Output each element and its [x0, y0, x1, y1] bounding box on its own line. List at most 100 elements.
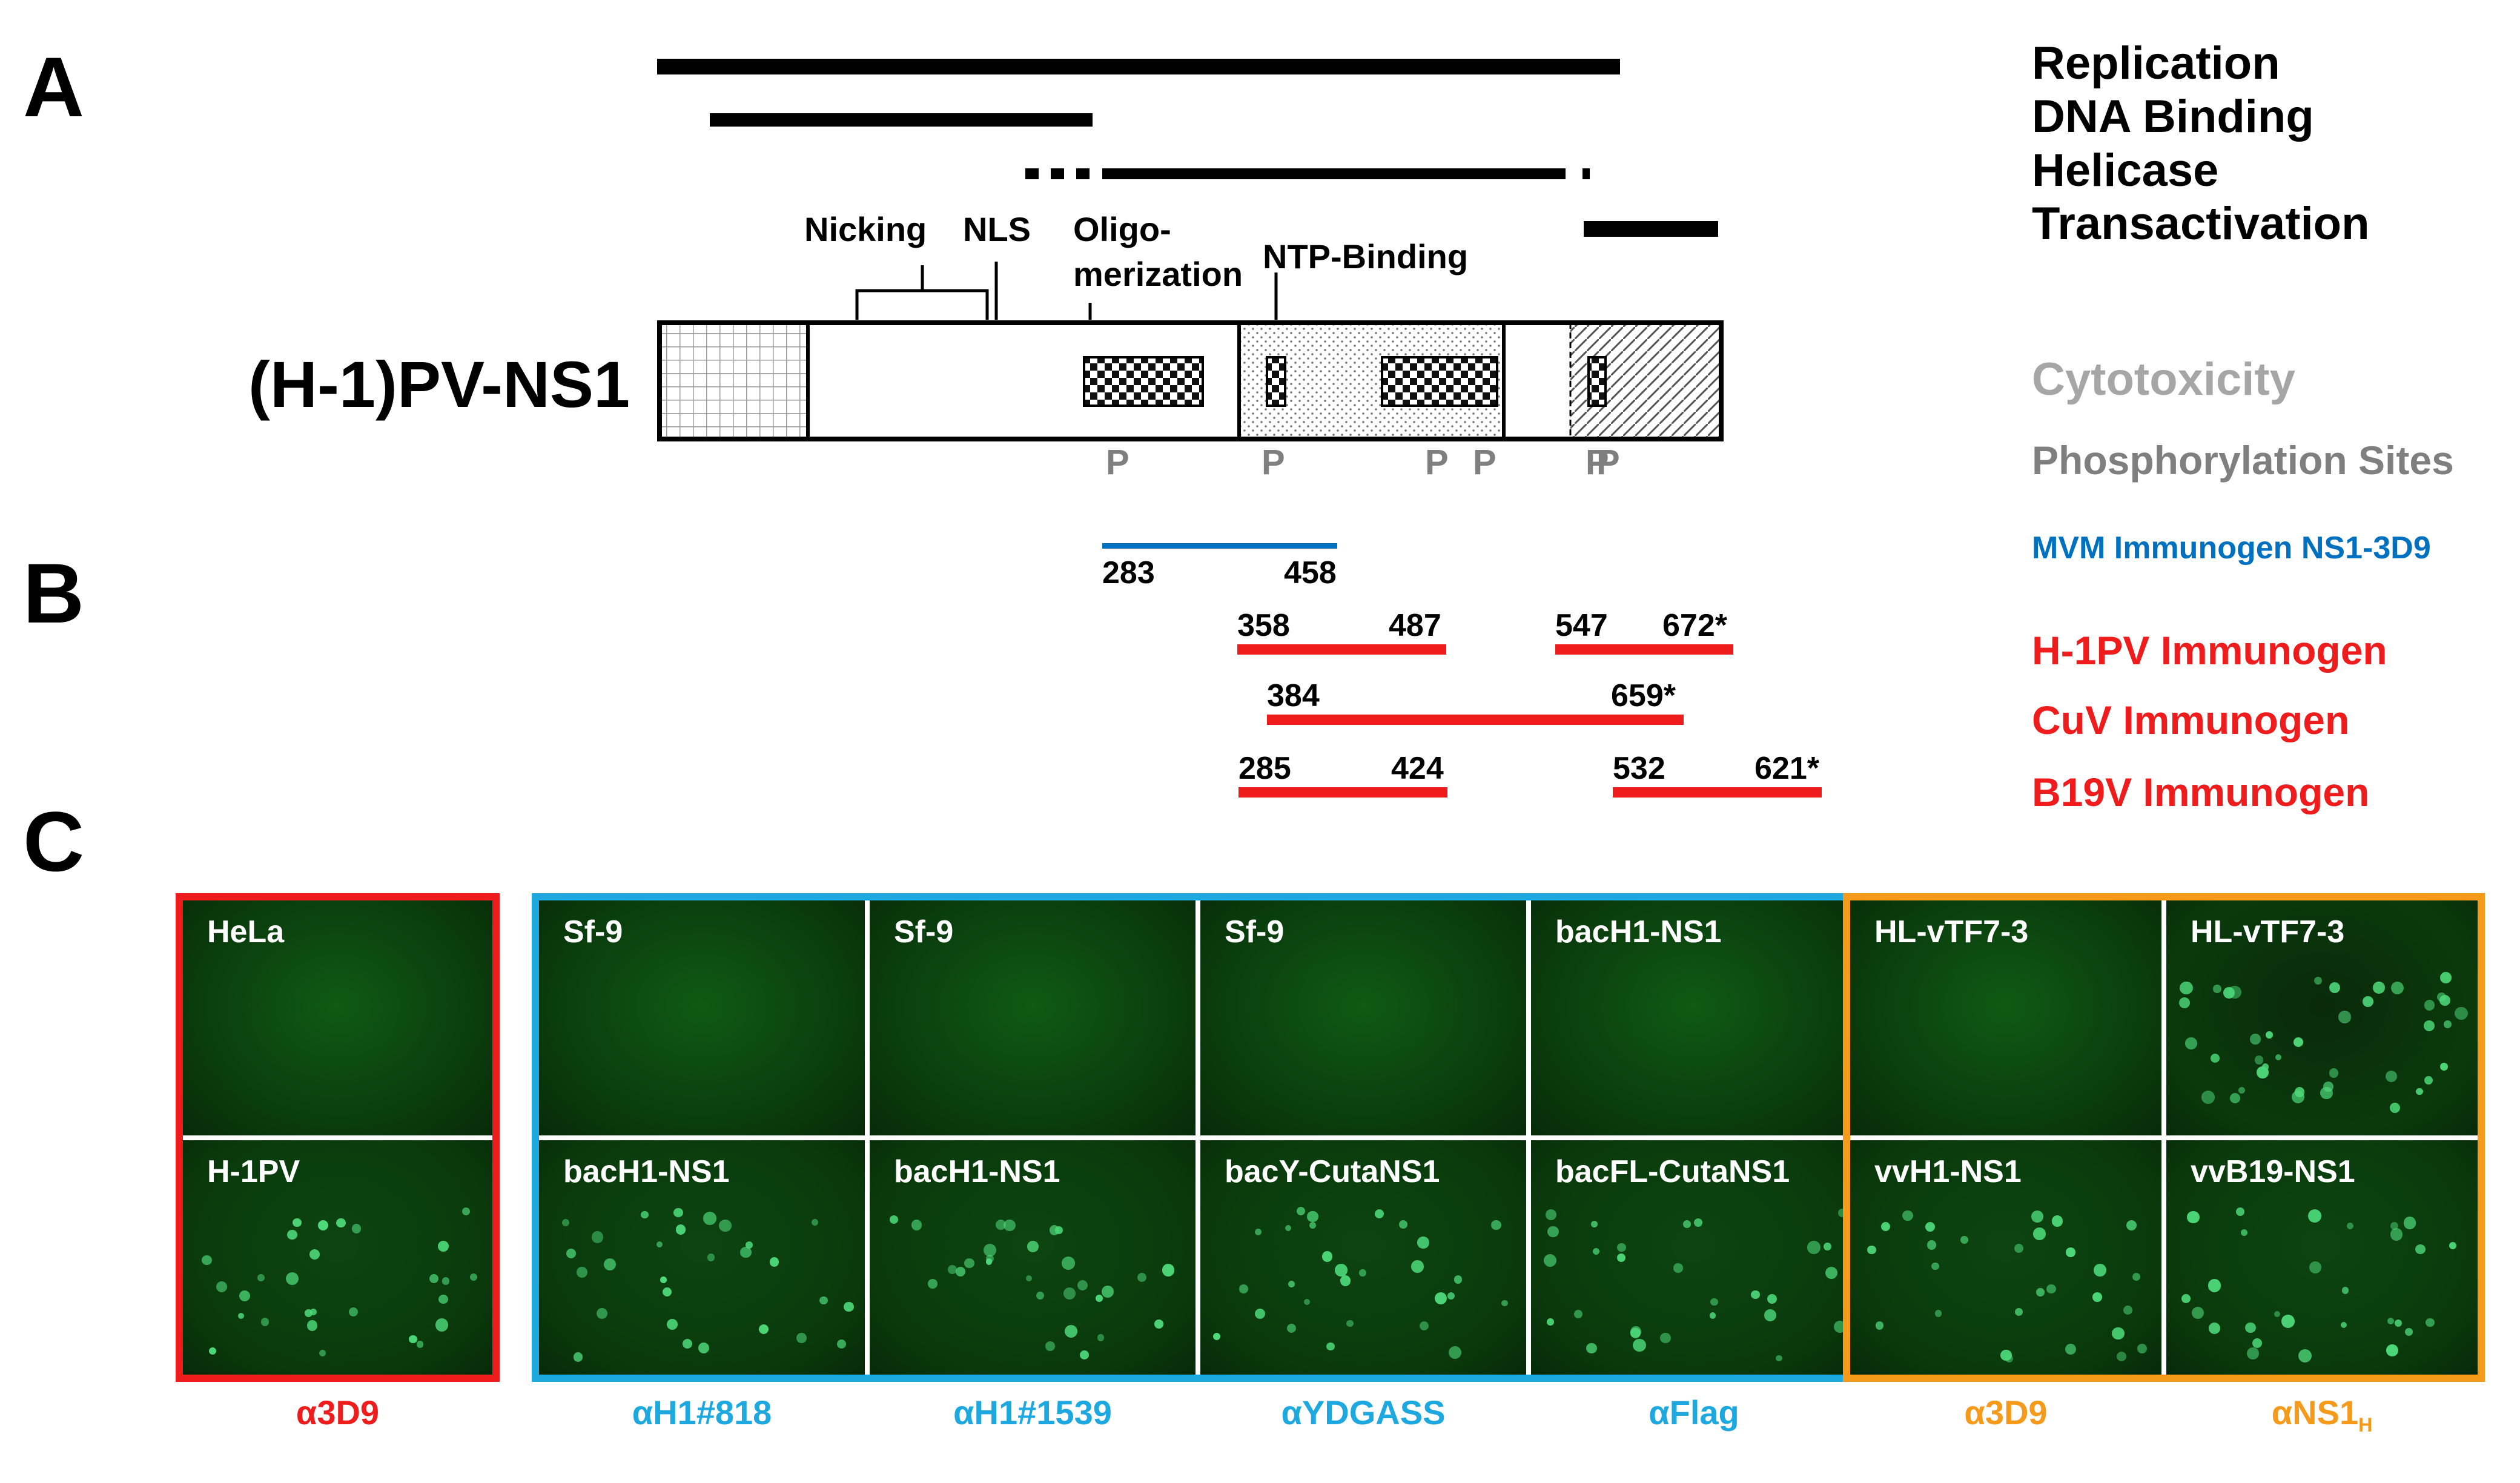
fluorescent-cell [1710, 1312, 1716, 1319]
fluorescent-cell [1592, 1247, 1600, 1255]
micrograph-label: Sf-9 [563, 914, 623, 950]
fluorescent-cell [416, 1341, 424, 1348]
fluorescent-cell [1162, 1264, 1175, 1277]
fluorescent-cell [1254, 1309, 1266, 1320]
fluorescent-cell [2228, 985, 2242, 999]
fluorescent-cell [2036, 1288, 2045, 1296]
fluorescent-cell [1286, 1323, 1297, 1333]
fluorescent-cell [293, 1218, 302, 1227]
fluorescent-cell [318, 1220, 329, 1230]
fluorescent-cell [2066, 1247, 2076, 1257]
fluorescent-cell [1045, 1341, 1055, 1351]
fluorescent-cell [956, 1267, 966, 1277]
fluorescent-cell [1776, 1355, 1782, 1362]
fluorescent-cell [2274, 1310, 2280, 1317]
fluorescent-cell [1097, 1334, 1105, 1341]
fluorescent-cell [667, 1319, 678, 1330]
panel-label-b: B [23, 546, 84, 641]
fluorescent-cell [656, 1241, 663, 1248]
fluorescent-cell [1296, 1206, 1306, 1216]
micrograph-label: HL-vTF7-3 [2191, 914, 2345, 950]
fluorescent-cell [348, 1307, 358, 1316]
fluorescent-cell [2455, 1006, 2469, 1020]
fluorescent-cell [673, 1207, 684, 1218]
fluorescent-cell [351, 1224, 362, 1234]
fluorescent-cell [911, 1220, 922, 1230]
micrograph-bottom: vvB19-NS1 [2166, 1140, 2478, 1375]
fluorescent-cell [1751, 1290, 1760, 1299]
fluorescent-cell [1309, 1221, 1317, 1229]
b19v-a-start: 285 [1239, 751, 1291, 786]
fluorescent-cell [2329, 1068, 2339, 1078]
fluorescent-cell [2031, 1211, 2043, 1223]
fluorescent-cell [1875, 1321, 1883, 1330]
fluorescent-cell [2126, 1220, 2137, 1231]
fluorescent-cell [2236, 1207, 2244, 1216]
antibody-label: α3D9 [296, 1393, 380, 1432]
micrograph-top: HL-vTF7-3 [2166, 900, 2478, 1135]
fluorescent-cell [566, 1248, 577, 1258]
fluorescent-cell [758, 1324, 769, 1335]
fluorescent-cell [1375, 1209, 1384, 1218]
fluorescent-cell [2112, 1327, 2125, 1340]
fluorescent-cell [703, 1212, 716, 1225]
fluorescent-cell [836, 1339, 847, 1349]
fluorescent-cell [984, 1243, 996, 1257]
fluorescent-cell [947, 1265, 957, 1274]
fluorescent-cell [604, 1258, 616, 1270]
fluorescent-cell [719, 1219, 732, 1232]
micrograph-top: HL-vTF7-3 [1850, 900, 2161, 1135]
fluorescent-cell [1447, 1292, 1455, 1300]
fluorescent-cell [663, 1287, 672, 1297]
fluorescent-cell [1304, 1298, 1311, 1306]
fluorescent-cell [1340, 1275, 1351, 1286]
fluorescent-cell [985, 1258, 993, 1265]
fluorescent-cell [995, 1220, 1006, 1230]
fluorescent-cell [2015, 1307, 2023, 1316]
nls-label: NLS [963, 210, 1031, 248]
cuv-end: 659* [1611, 678, 1676, 713]
phospho-mark: P [1262, 443, 1285, 482]
fluorescent-cell [1285, 1224, 1291, 1231]
fluorescent-cell [1453, 1275, 1463, 1284]
fluorescent-cell [1807, 1241, 1821, 1254]
fluorescent-cell [1547, 1226, 1559, 1238]
fluorescent-cell [1420, 1321, 1429, 1331]
fluorescent-cell [438, 1294, 448, 1304]
b19v-immunogen-label: B19V Immunogen [2032, 770, 2369, 814]
function-label-helicase: Helicase [2032, 145, 2218, 196]
fluorescent-cell [811, 1219, 818, 1226]
fluorescent-cell [1326, 1342, 1335, 1351]
micrograph-label: bacH1-NS1 [894, 1154, 1060, 1189]
fluorescent-cell [2180, 981, 2194, 995]
panel-label-c: C [23, 794, 84, 889]
micrograph-label: Sf-9 [1225, 914, 1285, 950]
fluorescent-cell [591, 1231, 604, 1243]
antibody-label: αH1#818 [632, 1393, 772, 1432]
fluorescent-cell [2246, 1347, 2259, 1360]
fluorescent-cell [1307, 1211, 1318, 1223]
fluorescent-cell [2416, 1088, 2423, 1095]
fluorescent-cell [309, 1249, 320, 1260]
fluorescent-cell [1255, 1228, 1262, 1235]
fluorescent-cell [1321, 1251, 1333, 1262]
fluorescent-cell [796, 1333, 807, 1343]
fluorescent-cell [429, 1274, 438, 1284]
fluorescent-cell [1543, 1253, 1557, 1267]
cuv-immunogen: 384 659* [1267, 678, 1684, 725]
phospho-mark: P [1596, 443, 1620, 482]
fluorescent-cell [2292, 1090, 2305, 1103]
micrograph-bottom: bacY-CutaNS1 [1200, 1140, 1526, 1375]
b19v-b-start: 532 [1613, 751, 1665, 786]
fluorescent-cell [2261, 1063, 2269, 1071]
fluorescent-cell [2065, 1344, 2077, 1355]
fluorescent-cell [660, 1277, 667, 1283]
fluorescent-cell [1359, 1269, 1366, 1277]
fluorescent-cell [2385, 1071, 2397, 1083]
fluorescent-cell [682, 1338, 692, 1349]
fluorescent-cell [1925, 1221, 1935, 1232]
fluorescent-cell [2389, 1103, 2400, 1114]
transactivation-bar [1584, 221, 1718, 237]
